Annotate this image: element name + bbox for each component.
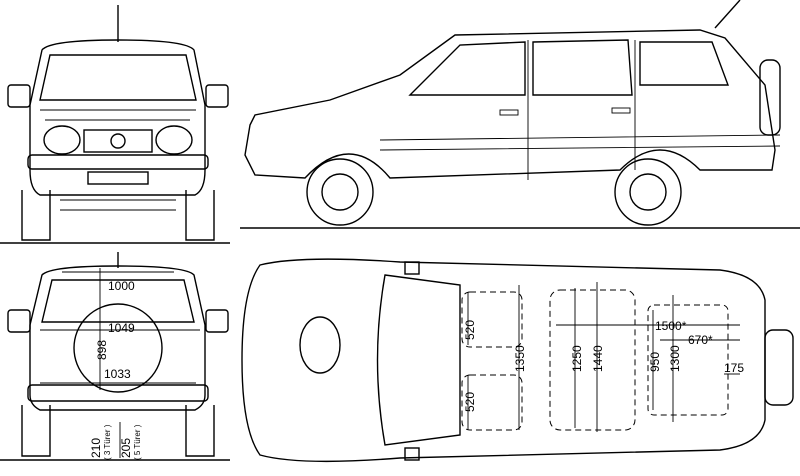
dim-clearance-3door: 210	[89, 438, 103, 458]
dim-clearance-3door-note: ( 3 Türer )	[103, 424, 112, 460]
dim-clearance-5door: 205	[119, 438, 133, 458]
front-logo	[110, 133, 126, 149]
rear-window	[41, 279, 195, 323]
front-bumper	[27, 154, 209, 170]
front-wheel	[306, 158, 374, 226]
front-body	[29, 39, 206, 196]
dim-body-width: 1049	[108, 321, 135, 335]
spare-tire	[73, 303, 163, 393]
door-handle	[499, 109, 519, 116]
rear-rim	[629, 173, 667, 211]
top-dimension-lines	[467, 282, 740, 432]
right-mirror-top	[404, 447, 420, 461]
left-mirror	[7, 84, 31, 108]
spare-tire-side	[759, 59, 781, 136]
dim-cargo-width-inner: 950	[648, 352, 662, 372]
front-wheels	[21, 190, 215, 241]
front-window	[408, 41, 526, 96]
licence-plate	[87, 171, 149, 185]
spare-tire-top	[764, 329, 794, 406]
front-view	[0, 5, 230, 244]
front-underbody	[60, 199, 176, 211]
dim-sill: 175	[724, 361, 744, 375]
interior-dashed-outlines	[461, 289, 729, 431]
front-rim	[321, 173, 359, 211]
dim-cargo-length-max: 1500*	[655, 319, 687, 333]
rear-bumper	[27, 384, 209, 402]
quarter-window	[639, 41, 730, 86]
dim-interior-width: 1440	[591, 345, 605, 372]
left-headlight	[43, 125, 81, 155]
right-mirror	[205, 309, 229, 333]
dim-rear-width-front: 1350	[513, 345, 527, 372]
hood-lines	[40, 109, 196, 121]
left-mirror-top	[404, 261, 420, 275]
right-headlight	[155, 125, 193, 155]
dim-clearance-5door-note: ( 5 Türer )	[133, 424, 142, 460]
dim-front-seat-right: 520	[463, 392, 477, 412]
dim-cargo-length: 670*	[688, 333, 713, 347]
side-body	[244, 29, 776, 179]
dim-bumper-width: 1033	[104, 367, 131, 381]
rear-door-window	[532, 39, 633, 96]
rear-body	[29, 265, 206, 411]
side-view	[240, 0, 800, 229]
front-grille	[83, 129, 153, 153]
dim-cargo-width: 1300	[668, 345, 682, 372]
dim-rear-seat-width: 1250	[570, 345, 584, 372]
windshield-top	[376, 274, 461, 446]
antenna	[714, 0, 741, 29]
left-mirror	[7, 309, 31, 333]
rear-view: 1000 1049 898 1033 210 ( 3 Türer ) 205 (…	[0, 252, 230, 461]
windshield	[39, 54, 197, 101]
side-moulding	[379, 134, 781, 151]
rear-wheel	[614, 158, 682, 226]
top-view: 520 520 1350 1250 1440 950 1300 1500* 67…	[241, 258, 794, 463]
dim-window-width: 1000	[108, 279, 135, 293]
right-mirror	[205, 84, 229, 108]
rear-wheels	[21, 405, 215, 457]
top-body	[241, 258, 766, 463]
door-handle	[611, 107, 631, 114]
dim-front-seat-left: 520	[463, 320, 477, 340]
dim-height: 898	[95, 340, 109, 360]
hood-bulge	[299, 316, 341, 374]
rear-dimension-lines	[40, 268, 200, 458]
